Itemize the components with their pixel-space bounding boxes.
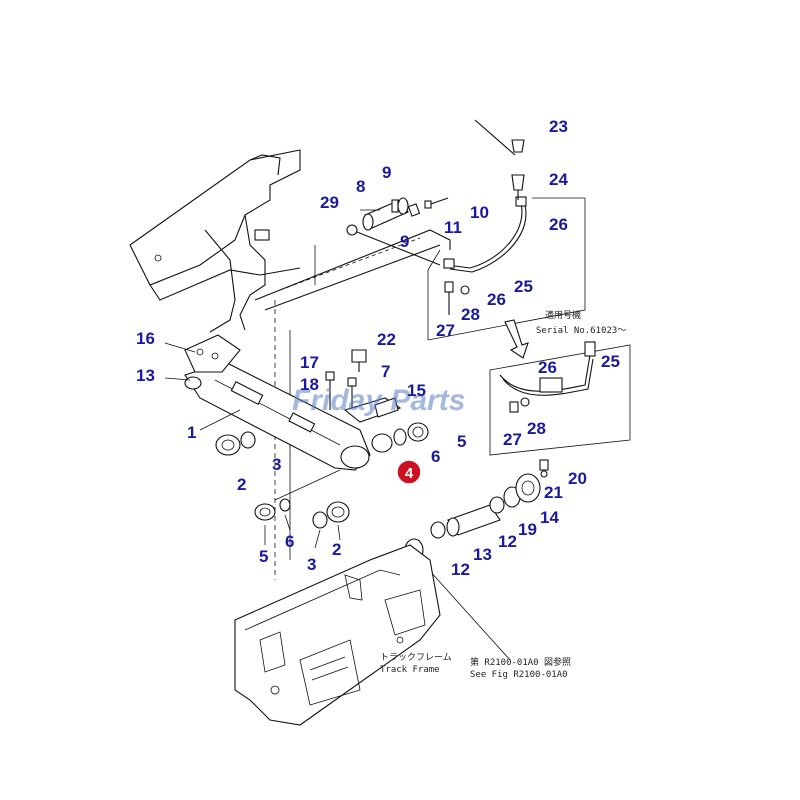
callout-6: 6 [431,447,440,466]
callout-16: 16 [136,329,155,348]
highlight-callout: 4 [396,459,422,485]
serial-title: 適用号機 [545,309,581,321]
callout-27: 27 [436,321,455,340]
grease-fittings [474,119,525,200]
callout-10: 10 [470,203,489,222]
pin-assembly [346,197,449,266]
equalizer-bar [184,361,371,471]
callout-28: 28 [527,419,546,438]
track-frame [234,544,441,726]
leader-lines [164,209,511,661]
left-bushings [215,431,350,529]
callout-13: 13 [136,366,155,385]
callout-9: 9 [382,163,391,182]
serial-arrow [504,319,529,359]
annotations: 適用号機 Serial No.61023～ トラックフレーム Track Fra… [380,309,626,680]
callout-23: 23 [549,117,568,136]
callout-26: 26 [538,358,557,377]
callout-29: 29 [320,193,339,212]
callout-9: 9 [400,232,409,251]
callout-8: 8 [356,177,365,196]
see-fig-en: See Fig R2100-01A0 [470,670,568,680]
callout-2: 2 [332,540,341,559]
main-frame-outline [129,149,451,580]
callout-22: 22 [377,330,396,349]
callout-12: 12 [498,532,517,551]
callout-26: 26 [549,215,568,234]
callout-25: 25 [514,277,533,296]
callout-24: 24 [549,170,568,189]
callout-3: 3 [272,455,281,474]
callout-6: 6 [285,532,294,551]
callout-17: 17 [300,353,319,372]
serial-number: Serial No.61023～ [536,326,626,336]
callout-15: 15 [407,381,426,400]
see-fig-jp: 第 R2100-01A0 図参照 [470,656,571,668]
callout-27: 27 [503,430,522,449]
callout-25: 25 [601,352,620,371]
callout-13: 13 [473,545,492,564]
callout-14: 14 [540,508,559,527]
callout-5: 5 [259,547,268,566]
callout-28: 28 [461,305,480,324]
callout-1: 1 [187,423,196,442]
callout-20: 20 [568,469,587,488]
highlight-badge [396,459,422,485]
callout-18: 18 [300,375,319,394]
highlight-badge-label: 4 [405,465,414,482]
grease-line [443,196,527,315]
track-frame-label-jp: トラックフレーム [380,652,452,663]
callout-11: 11 [444,218,462,237]
callout-7: 7 [381,362,390,381]
track-frame-label-en: Track Frame [380,665,440,675]
center-bushings [371,422,429,453]
watermark-logo: Friday Parts [292,384,465,417]
callout-2: 2 [237,475,246,494]
callout-21: 21 [544,483,563,502]
top-fasteners [325,349,402,423]
callout-19: 19 [518,520,537,539]
callout-3: 3 [307,555,316,574]
callout-26: 26 [487,290,506,309]
callout-12: 12 [451,560,470,579]
bracket [184,334,241,373]
detail-box-lower [489,341,631,456]
callout-numbers: 1 2 2 3 3 5 5 6 6 7 8 9 9 10 11 12 12 13… [136,117,620,579]
callout-5: 5 [457,432,466,451]
